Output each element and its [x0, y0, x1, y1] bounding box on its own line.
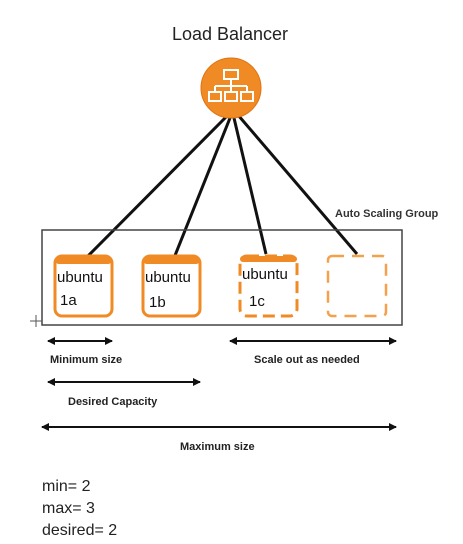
connection-line-empty	[236, 114, 359, 255]
scaling-settings: min= 2 max= 3 desired= 2	[42, 476, 117, 542]
scale-out-label: Scale out as needed	[254, 354, 360, 366]
network-hierarchy-icon[interactable]	[200, 57, 262, 119]
instance-card-1c[interactable]	[238, 254, 299, 318]
instance-os-label-1b: ubuntu	[145, 269, 191, 286]
max-setting: max= 3	[42, 500, 95, 517]
empty-instance-slot[interactable]	[326, 254, 388, 318]
instance-id-label-1a: 1a	[60, 292, 77, 309]
instance-id-label-1b: 1b	[149, 294, 166, 311]
desired-setting: desired= 2	[42, 522, 118, 539]
load-balancer-title: Load Balancer	[171, 24, 289, 44]
crosshair-icon	[30, 315, 42, 327]
connection-line-1c	[232, 117, 268, 255]
auto-scaling-group-label: Auto Scaling Group	[335, 208, 439, 220]
minimum-size-label: Minimum size	[50, 354, 123, 366]
instance-id-label-1c: 1c	[249, 293, 265, 310]
connection-line-1a	[84, 113, 230, 260]
instance-os-label-1a: ubuntu	[57, 269, 103, 286]
min-setting: min= 2	[42, 478, 91, 495]
instance-os-label-1c: ubuntu	[242, 266, 288, 283]
instance-card-1b[interactable]	[141, 254, 202, 318]
desired-capacity-label: Desired Capacity	[68, 396, 158, 408]
maximum-size-label: Maximum size	[180, 441, 255, 453]
instance-card-1a[interactable]	[53, 254, 114, 318]
connection-line-1b	[172, 117, 232, 259]
auto-scaling-group-box	[41, 229, 403, 326]
